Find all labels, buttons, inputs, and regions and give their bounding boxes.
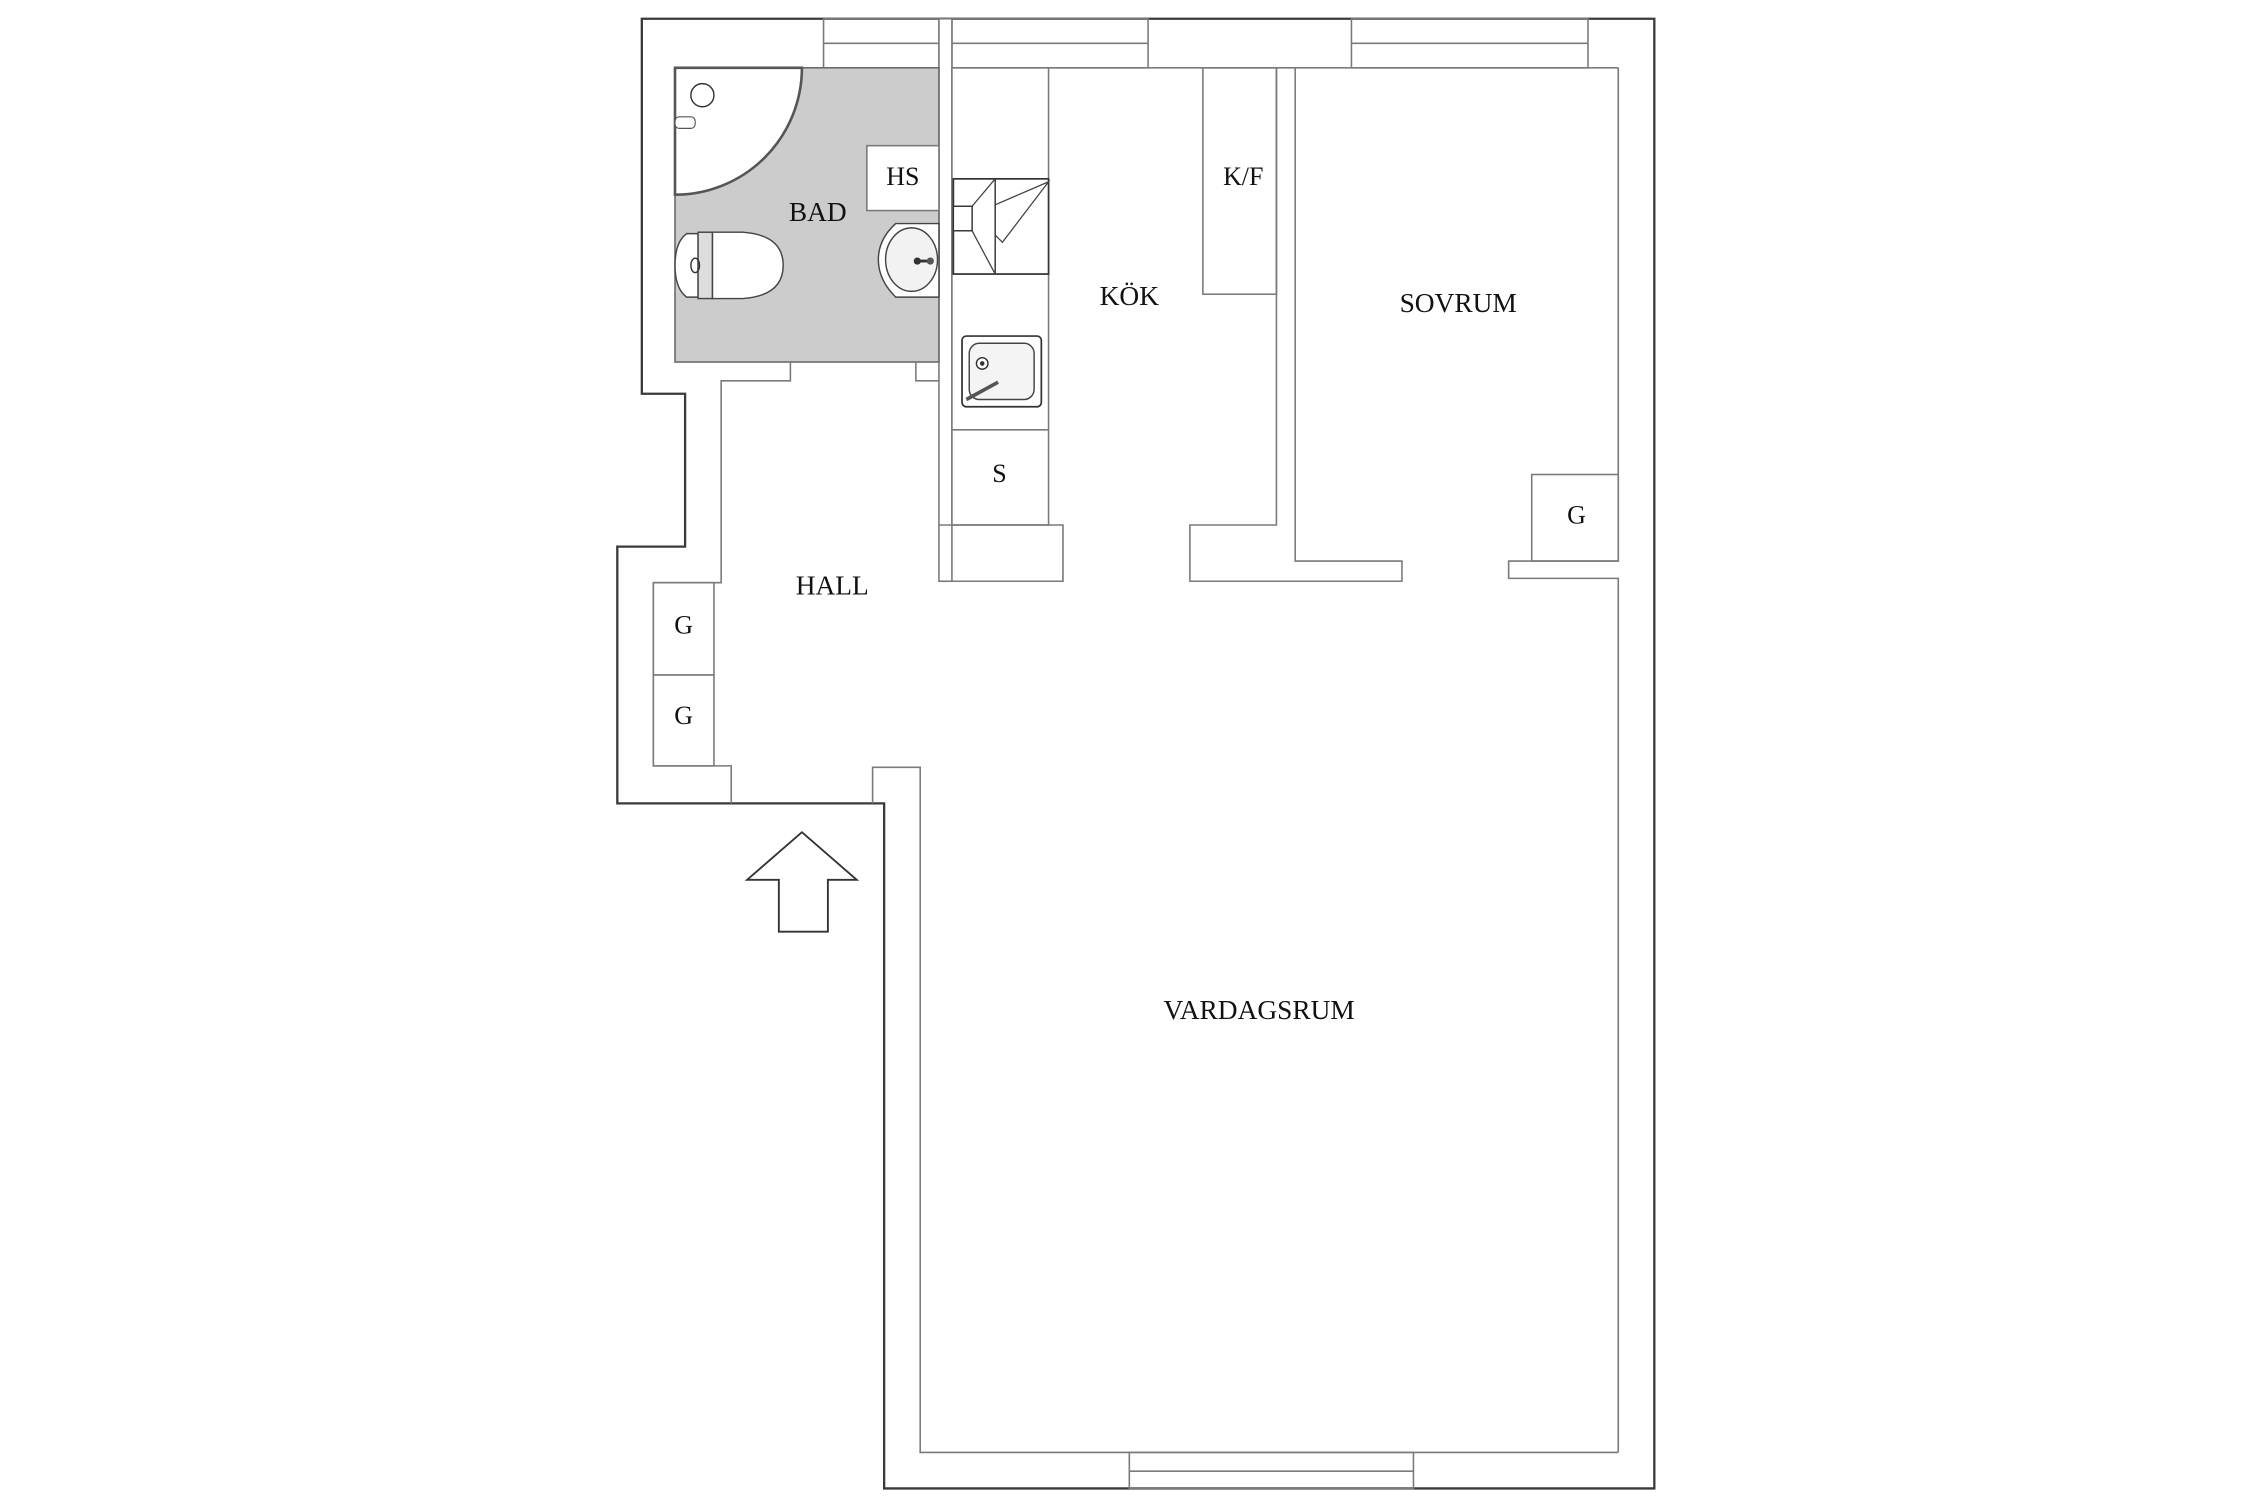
outer-wall	[616, 17, 1656, 1490]
bad-door-left-jamb	[720, 362, 792, 567]
wall-bad-kok	[938, 17, 953, 583]
g-hall-1-label: G	[674, 610, 693, 639]
arrow-up-icon	[744, 830, 860, 933]
hall-wardrobe-1	[652, 581, 715, 676]
room-label-sovrum: SOVRUM	[1400, 288, 1517, 318]
bathroom-floor	[674, 66, 940, 363]
wall-kok-sovrum	[1189, 67, 1403, 583]
room-label-hall: HALL	[796, 571, 869, 601]
washbasin-icon	[877, 222, 940, 298]
bad-door-right-jamb	[915, 362, 939, 382]
toilet-icon	[674, 231, 784, 300]
hs-label: HS	[886, 162, 919, 191]
sovrum-door-jamb-right	[1507, 560, 1620, 1453]
window-bottom-vardagsrum	[1128, 1451, 1415, 1490]
kitchen-counter-base	[938, 524, 1064, 583]
kitchen-sink-icon	[961, 335, 1043, 408]
g-hall-2-label: G	[674, 701, 693, 730]
stove-hood-icon	[952, 177, 1051, 275]
hall-wardrobe-2	[652, 674, 715, 767]
g-sovrum-label: G	[1567, 501, 1586, 530]
room-label-bad: BAD	[789, 197, 847, 227]
s-label: S	[992, 459, 1006, 488]
room-label-kok: KÖK	[1100, 281, 1160, 311]
kf-label: K/F	[1223, 162, 1263, 191]
kitchen-counter	[951, 66, 1050, 526]
window-top-kok	[951, 17, 1149, 69]
fridge-freezer	[1202, 66, 1278, 296]
window-top-sovrum	[1350, 17, 1589, 69]
shower-drain-icon	[690, 82, 715, 108]
hs-cabinet	[866, 144, 940, 212]
shower-valve-icon	[674, 116, 696, 129]
vardagsrum-left-wall	[871, 766, 1619, 1454]
sovrum-wardrobe	[1530, 473, 1620, 562]
window-top-bad	[822, 17, 940, 69]
room-label-vardagsrum: VARDAGSRUM	[1163, 995, 1354, 1025]
